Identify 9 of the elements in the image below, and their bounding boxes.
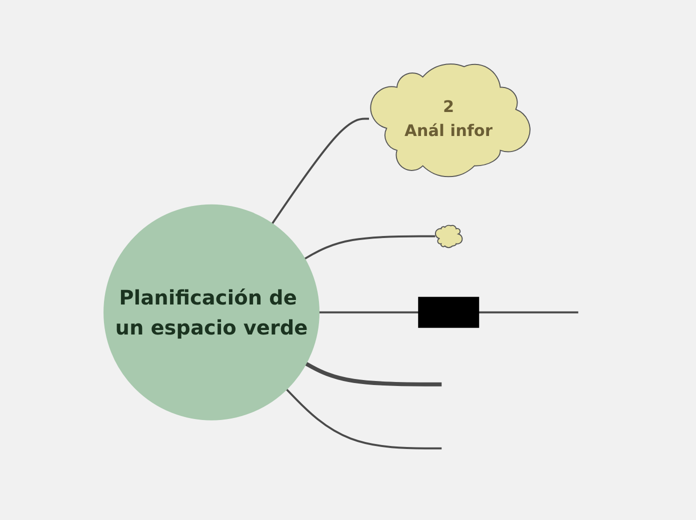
node-box	[418, 297, 479, 328]
connector-line	[478, 312, 578, 314]
connector-line	[271, 118, 369, 225]
node-circle: Planificación de un espacio verde	[103, 204, 320, 421]
node-cloud	[434, 225, 463, 248]
connector-line	[318, 312, 418, 314]
connector-line	[304, 362, 442, 387]
connector-line	[286, 388, 442, 450]
connector-line	[304, 236, 436, 260]
